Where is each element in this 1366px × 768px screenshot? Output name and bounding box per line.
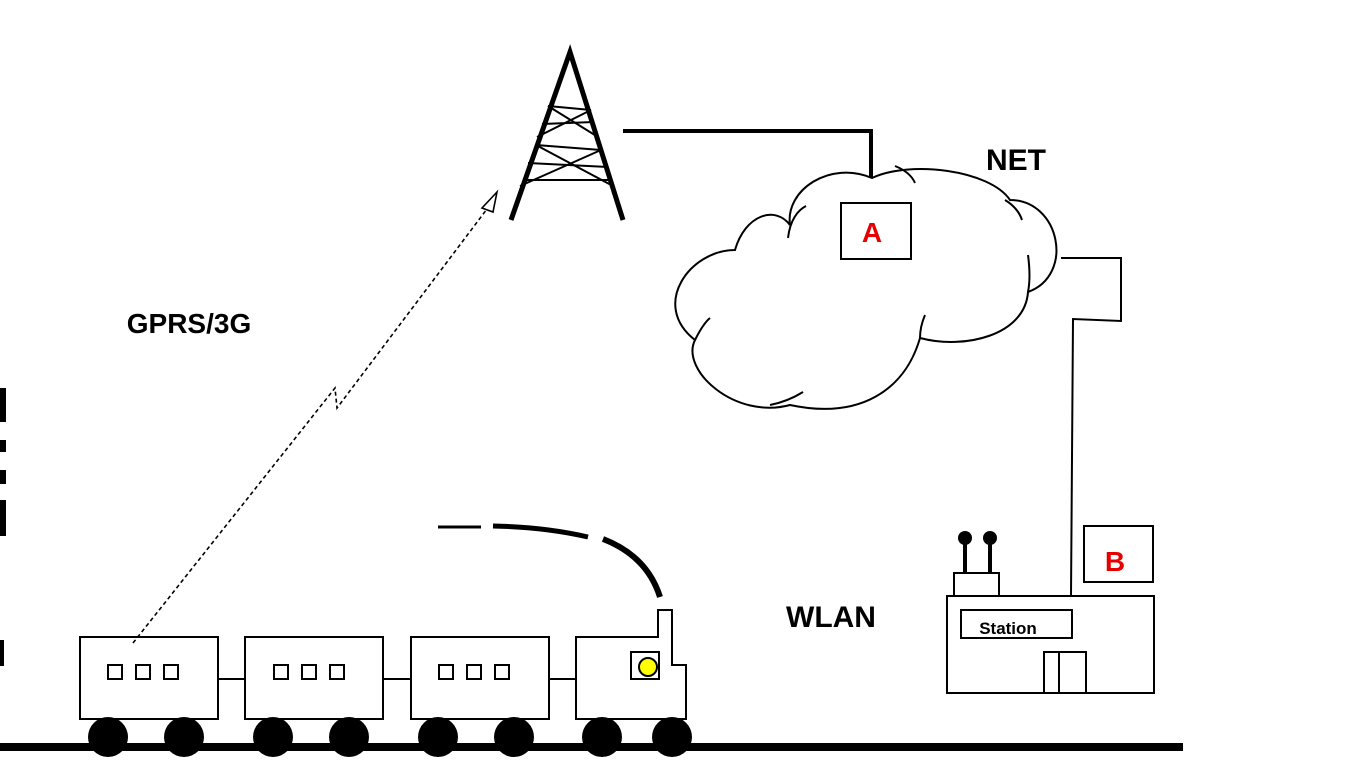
- car-window: [163, 664, 179, 680]
- tower-to-net-link: [623, 129, 873, 181]
- wheel: [652, 717, 692, 757]
- wheel: [253, 717, 293, 757]
- station-antenna-tip: [983, 531, 997, 545]
- node-b-label: B: [1105, 546, 1125, 577]
- car-window: [107, 664, 123, 680]
- car-window: [135, 664, 151, 680]
- station-antenna-base: [953, 572, 1000, 597]
- net-cloud: [674, 165, 1058, 410]
- station-label: Station: [979, 619, 1037, 638]
- locomotive-lamp: [638, 657, 658, 677]
- net-to-station-link: [1061, 257, 1122, 597]
- station-building: [946, 540, 1155, 694]
- gprs-label: GPRS/3G: [127, 308, 251, 339]
- net-label: NET: [986, 144, 1046, 177]
- wheel: [494, 717, 534, 757]
- left-edge-fragments: [0, 388, 6, 666]
- station-sign: [960, 609, 1073, 639]
- radio-tower: [508, 44, 626, 221]
- car-window: [329, 664, 345, 680]
- wheel: [164, 717, 204, 757]
- gprs-link-arrowhead: [480, 189, 499, 214]
- car-window: [438, 664, 454, 680]
- wheel: [88, 717, 128, 757]
- locomotive-smoke: [438, 523, 663, 598]
- car-window: [273, 664, 289, 680]
- station-antenna-tip: [958, 531, 972, 545]
- train-wheels: [88, 717, 692, 757]
- node-a-label: A: [862, 217, 882, 248]
- train: [79, 609, 687, 720]
- wheel: [329, 717, 369, 757]
- node-box-b: [1083, 525, 1154, 583]
- gprs-radio-link: [132, 204, 491, 644]
- car-window: [494, 664, 510, 680]
- wlan-label: WLAN: [786, 601, 876, 634]
- wheel: [582, 717, 622, 757]
- wheel: [418, 717, 458, 757]
- car-window: [466, 664, 482, 680]
- node-box-a: [840, 202, 912, 260]
- station-door: [1043, 651, 1087, 694]
- car-window: [301, 664, 317, 680]
